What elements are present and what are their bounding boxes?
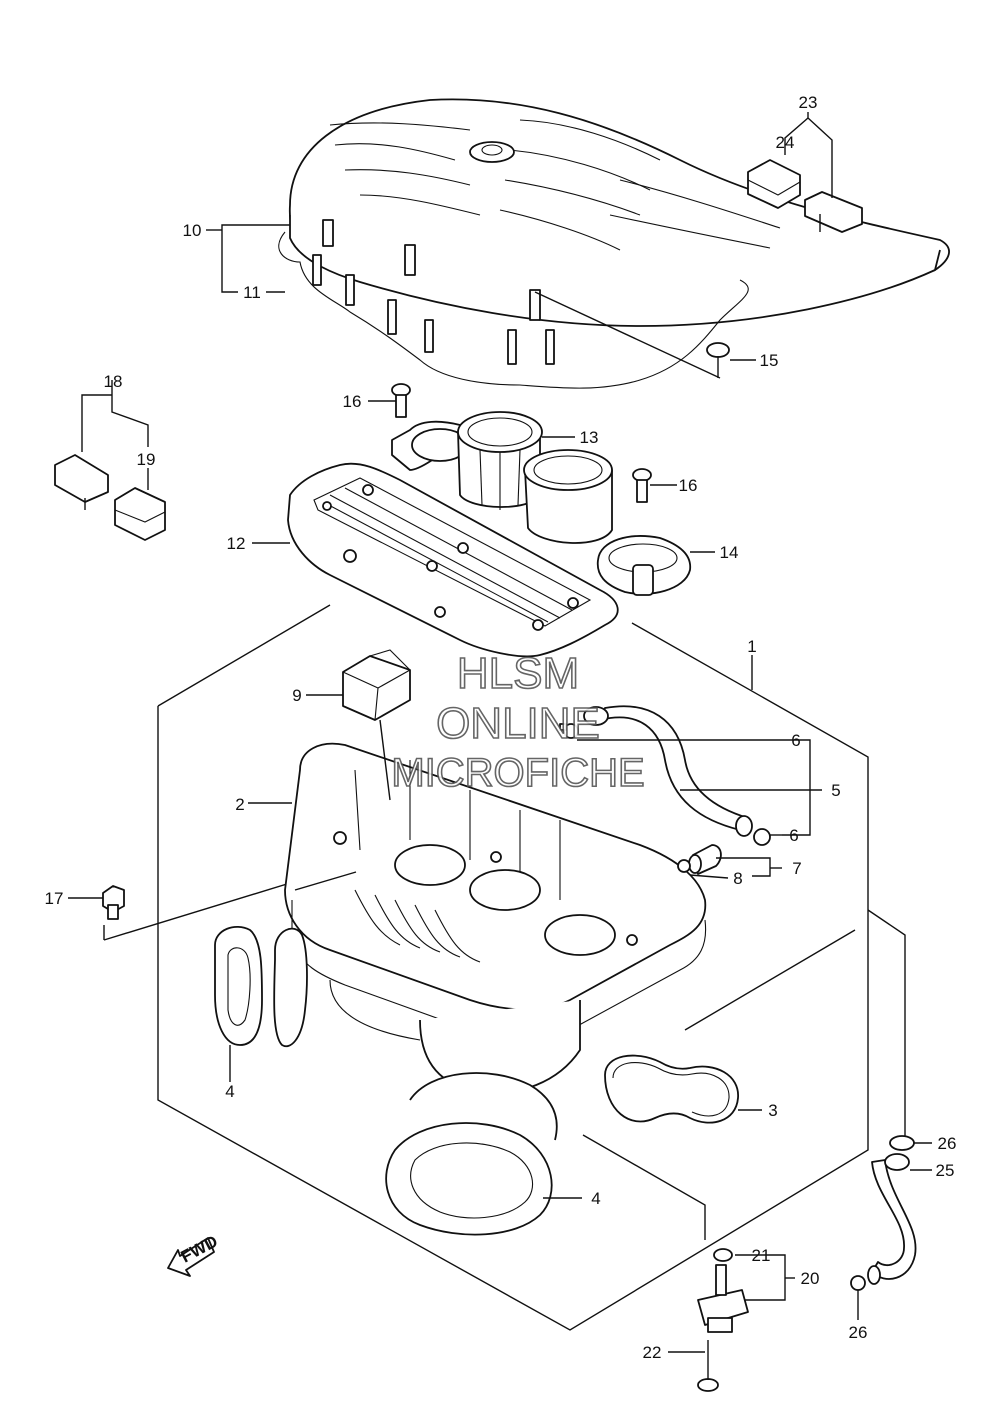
callout-7: 7 <box>792 859 801 878</box>
clip-part-26-lower <box>850 1275 866 1291</box>
leader-lines <box>68 112 932 1353</box>
screw-part-15 <box>706 342 730 378</box>
bolt-part-17 <box>102 885 125 920</box>
callout-15: 15 <box>760 351 779 370</box>
clamp-part-6-lower <box>753 828 771 846</box>
callout-9: 9 <box>292 686 301 705</box>
o-ring-part-21 <box>713 1248 733 1262</box>
air-cleaner-case-part-2 <box>284 742 707 1094</box>
pipe-part-7 <box>688 844 722 875</box>
air-cleaner-cover-part-10 <box>278 98 950 389</box>
connector-part-24 <box>747 159 801 209</box>
callout-23: 23 <box>799 93 818 112</box>
callout-18: 18 <box>104 372 123 391</box>
callout-19: 19 <box>137 450 156 469</box>
watermark-line3: MICROFICHE <box>391 751 644 795</box>
o-ring-part-3 <box>604 1054 739 1124</box>
callout-26-lower: 26 <box>849 1323 868 1342</box>
callout-25: 25 <box>936 1161 955 1180</box>
connector-part-19 <box>114 487 166 541</box>
callout-labels: 1 2 3 4 4 5 6 6 7 8 9 10 11 12 13 14 15 … <box>45 93 957 1362</box>
callout-4-front: 4 <box>591 1189 600 1208</box>
intake-funnel-part-14 <box>523 449 692 596</box>
callout-11: 11 <box>243 283 261 302</box>
connector-part-23 <box>804 191 863 233</box>
clamp-part-6-upper <box>559 723 579 739</box>
watermark: HLSM ONLINE MICROFICHE <box>391 648 646 796</box>
callout-16-left: 16 <box>343 392 362 411</box>
bolt-part-16-right <box>632 468 652 503</box>
clamp-part-8 <box>677 859 691 873</box>
forward-direction-arrow: FWD <box>167 1232 221 1277</box>
callout-10: 10 <box>183 221 202 240</box>
screw-part-22 <box>697 1340 719 1392</box>
drain-hose-part-25 <box>867 1153 917 1285</box>
outlet-seal-part-4-left <box>214 925 308 1048</box>
callout-17: 17 <box>45 889 64 908</box>
assembly-outline <box>103 604 906 1331</box>
watermark-line1: HLSM <box>457 649 579 698</box>
callout-3: 3 <box>768 1101 777 1120</box>
callout-5: 5 <box>831 781 840 800</box>
callout-13: 13 <box>580 428 599 447</box>
callout-12: 12 <box>227 534 246 553</box>
callout-2: 2 <box>235 795 244 814</box>
bolt-part-16-left <box>391 383 411 418</box>
callout-4-left: 4 <box>225 1082 234 1101</box>
callout-8: 8 <box>733 869 742 888</box>
watermark-line2: ONLINE <box>436 699 600 748</box>
cover-gasket-part-11 <box>278 231 749 389</box>
sponge-part-9 <box>342 649 411 721</box>
callout-22: 22 <box>643 1343 662 1362</box>
callout-20: 20 <box>801 1269 820 1288</box>
callout-6-lower: 6 <box>789 826 798 845</box>
air-filter-element-part-12 <box>287 462 619 658</box>
intake-funnel-part-13 <box>391 411 543 510</box>
callout-24: 24 <box>776 133 795 152</box>
breather-hose-part-5 <box>583 705 753 837</box>
intake-duct-seal-part-4-front <box>385 1072 558 1236</box>
connector-part-18 <box>54 454 109 510</box>
clip-part-26-upper <box>889 1135 915 1151</box>
drain-plug-part-20 <box>697 1264 749 1333</box>
callout-16-right: 16 <box>679 476 698 495</box>
callout-26-upper: 26 <box>938 1134 957 1153</box>
callout-21: 21 <box>752 1246 771 1265</box>
callout-14: 14 <box>720 543 739 562</box>
callout-1: 1 <box>747 637 756 656</box>
callout-6-upper: 6 <box>791 731 800 750</box>
